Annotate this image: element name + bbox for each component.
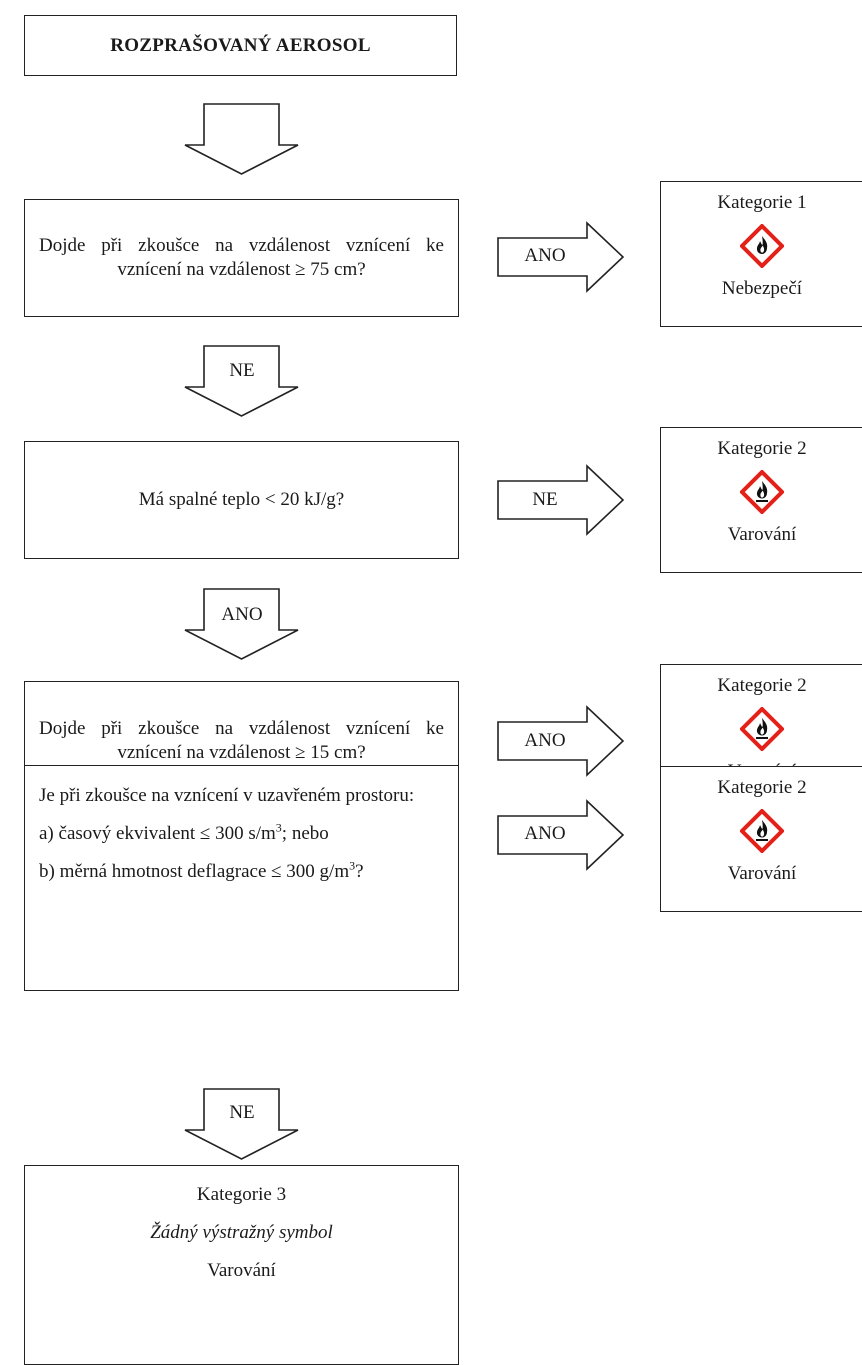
- down-arrow-2: [184, 345, 299, 417]
- right-arrow-1: [497, 221, 625, 293]
- flame-pictogram-icon: [740, 707, 784, 751]
- down-label-ne-3: NE: [229, 1102, 255, 1123]
- flame-pictogram-icon: [740, 470, 784, 514]
- right-arrow-2: [497, 464, 625, 536]
- question-4-intro: Je při zkoušce na vznícení v uzavřeném p…: [39, 785, 415, 806]
- flame-pictogram-icon: [740, 224, 784, 268]
- category-4-signal: Varování: [727, 863, 797, 884]
- title-text: ROZPRAŠOVANÝ AEROSOL: [110, 34, 371, 56]
- right-arrow-4: [497, 799, 625, 871]
- down-arrow-5: [184, 1088, 299, 1160]
- question-2-text: Má spalné teplo < 20 kJ/g?: [138, 489, 345, 510]
- final-no-symbol-text: Žádný výstražný symbol: [150, 1222, 333, 1243]
- right-label-4: ANO: [524, 823, 566, 844]
- final-category-title: Kategorie 3: [196, 1184, 287, 1205]
- title-box: ROZPRAŠOVANÝ AEROSOL: [24, 15, 457, 76]
- category-box-2: Kategorie 2 Varování: [660, 427, 862, 573]
- final-signal-word: Varování: [207, 1260, 276, 1281]
- down-arrow-3: [184, 588, 299, 660]
- right-label-2: NE: [532, 489, 558, 510]
- right-label-1: ANO: [524, 245, 566, 266]
- category-box-1: Kategorie 1 Nebezpečí: [660, 181, 862, 327]
- category-4-title: Kategorie 2: [717, 777, 807, 798]
- final-category-box: Kategorie 3 Žádný výstražný symbol Varov…: [24, 1165, 459, 1365]
- question-3-text: Dojde při zkoušce na vzdálenost vznícení…: [39, 718, 444, 763]
- question-4-option-b: b) měrná hmotnost deflagrace ≤ 300 g/m3?: [39, 858, 364, 882]
- question-box-2: Má spalné teplo < 20 kJ/g?: [24, 441, 459, 559]
- question-box-4: Je při zkoušce na vznícení v uzavřeném p…: [24, 765, 459, 991]
- category-1-title: Kategorie 1: [717, 192, 807, 213]
- down-arrow-1: [184, 103, 299, 175]
- category-3-title: Kategorie 2: [717, 675, 807, 696]
- category-1-signal: Nebezpečí: [721, 278, 803, 299]
- down-label-ano: ANO: [221, 604, 263, 625]
- right-label-3: ANO: [524, 730, 566, 751]
- category-box-4: Kategorie 2 Varování: [660, 766, 862, 912]
- right-arrow-3: [497, 705, 625, 777]
- category-2-signal: Varování: [727, 524, 797, 545]
- question-box-1: Dojde při zkoušce na vzdálenost vznícení…: [24, 199, 459, 317]
- question-4-option-a: a) časový ekvivalent ≤ 300 s/m3; nebo: [39, 820, 329, 844]
- category-2-title: Kategorie 2: [717, 438, 807, 459]
- question-1-text: Dojde při zkoušce na vzdálenost vznícení…: [39, 235, 444, 280]
- down-label-ne-1: NE: [229, 360, 255, 381]
- flame-pictogram-icon: [740, 809, 784, 853]
